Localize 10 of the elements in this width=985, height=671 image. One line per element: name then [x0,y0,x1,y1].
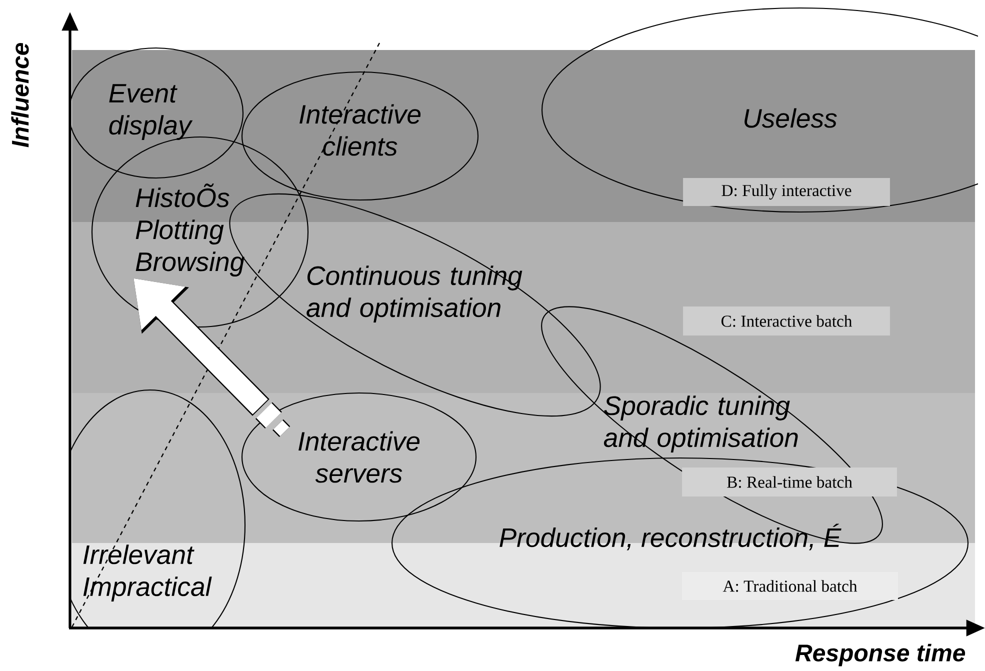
label-box: C: Interactive batch [683,306,890,336]
ellipse-region: Irrelevant Impractical [70,389,246,627]
axis-label: Influence [11,42,29,148]
axis-label: Response time [795,644,966,666]
label-box: B: Real-time batch [682,467,897,497]
label-box: D: Fully interactive [683,178,890,206]
ellipse-region: Interactive servers [241,392,477,522]
ellipse-region: Interactive clients [241,71,479,201]
ellipse-region: Event display [70,47,244,179]
label-box: A: Traditional batch [682,572,898,600]
